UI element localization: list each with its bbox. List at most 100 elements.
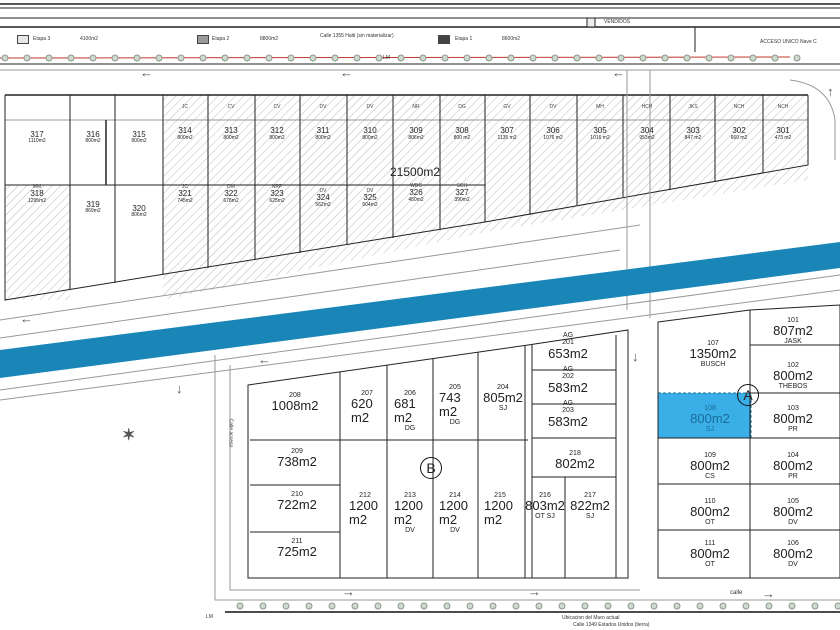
lot-area: 800 m2 [453,134,471,141]
lot-owner: AG [562,332,574,339]
tree-icon [719,602,727,610]
lot-owner: DG [458,104,466,110]
lot-area: 802m2 [555,456,595,472]
legend-label: Etapa 3 [33,36,51,42]
tree-icon [331,54,339,62]
lot-area: 1200 m2 [484,498,513,527]
tree-icon [485,54,493,62]
lot-number: 316 [86,130,100,139]
lot-number: 212 [359,492,371,499]
lot-number: 217 [584,492,596,499]
legend-area: 8800m2 [260,36,279,42]
selected-lot-highlight[interactable] [657,392,752,439]
lot-area: 745m2 [177,197,193,204]
lot-area: 803m2 [525,498,565,514]
lm-label: LM [383,55,390,61]
tree-icon [443,602,451,610]
tree-icon [236,602,244,610]
lot-area: 807m2 [773,323,813,339]
lot-area: 800m2 [773,546,813,562]
lot-owner: CV [227,104,235,110]
tree-icon [683,54,691,62]
tree-icon [265,54,273,62]
tree-icon [573,54,581,62]
tree-icon [67,54,75,62]
lot-number: 105 [787,498,799,505]
tree-icon [287,54,295,62]
lot-owner: PR [788,425,798,433]
legend-swatch [197,35,209,44]
tree-icon [581,602,589,610]
lot-area: 681 m2 [394,396,416,425]
lot-number: 103 [787,405,799,412]
vendidos-label: VENDIDOS [604,19,631,25]
tree-markers [1,54,840,610]
tree-icon [45,54,53,62]
lot-owner: HCH [641,104,653,110]
lot-number: 204 [497,384,509,391]
tree-icon [507,54,515,62]
lot-area: 1295m2 [27,197,47,204]
lot-area: 1008m2 [271,398,319,414]
tree-icon [397,602,405,610]
lot-area: 722m2 [277,497,317,513]
lot-owner: OT SJ [535,512,555,520]
